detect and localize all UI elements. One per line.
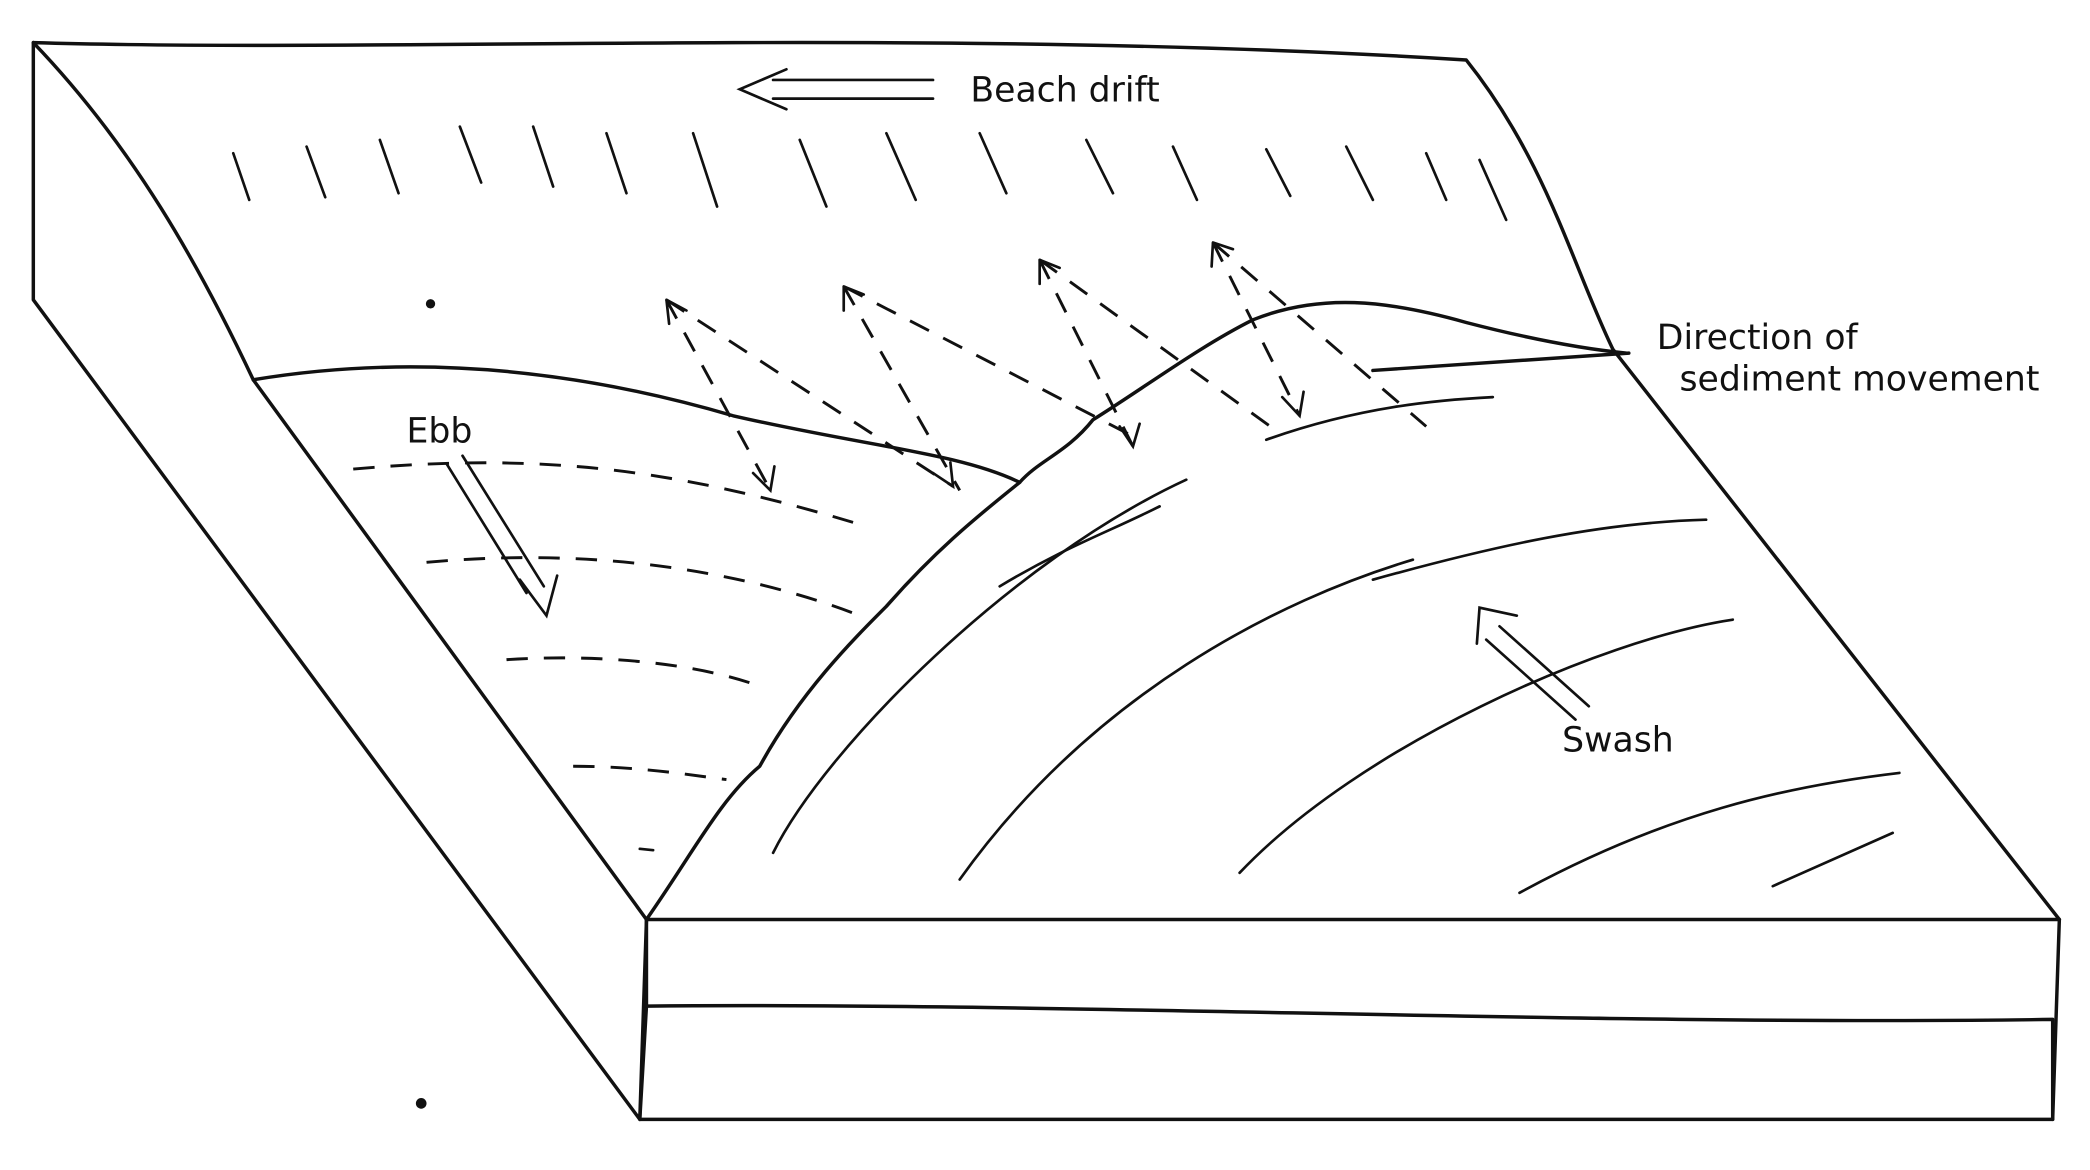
beach-drift-arrow [736, 67, 935, 111]
label-beach-drift: Beach drift [970, 70, 1159, 110]
swash-arrow [1475, 606, 1591, 721]
label-ebb: Ebb [407, 411, 473, 451]
block-outline [31, 40, 2062, 1122]
swash-lines [771, 395, 1901, 895]
label-swash: Swash [1562, 721, 1674, 761]
swash-boundary [644, 480, 1022, 922]
speck [415, 1098, 427, 1109]
label-direction-line2: sediment movement [1679, 359, 2039, 399]
direction-leader-line [1371, 351, 1631, 373]
sediment-zigzag-arrows [665, 241, 1428, 494]
sand-front-face [638, 1003, 2055, 1122]
label-direction-line1: Direction of [1657, 318, 1859, 358]
water-line [251, 300, 1628, 485]
ebb-arrow [445, 454, 559, 619]
wave-crest-marks [231, 125, 1508, 222]
backwash-lines [353, 461, 854, 852]
speck [425, 299, 436, 309]
